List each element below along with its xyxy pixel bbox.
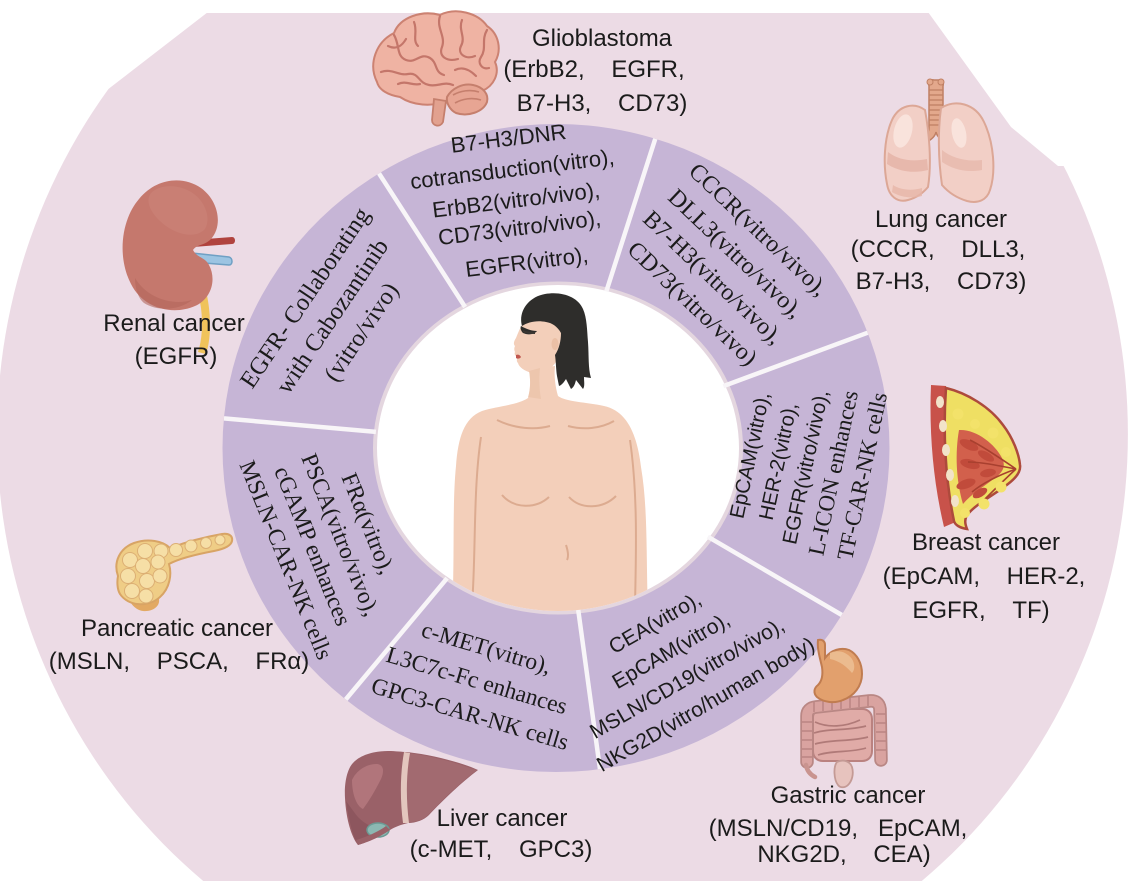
- svg-text:Gastric cancer: Gastric cancer: [771, 782, 926, 809]
- svg-text:NKG2D, CEA): NKG2D, CEA): [757, 841, 930, 868]
- svg-text:(EpCAM, HER-2,: (EpCAM, HER-2,: [883, 563, 1086, 590]
- svg-text:(EGFR): (EGFR): [135, 343, 218, 370]
- svg-text:Liver cancer: Liver cancer: [437, 805, 568, 832]
- svg-text:Lung cancer: Lung cancer: [875, 206, 1007, 233]
- svg-text:B7-H3, CD73): B7-H3, CD73): [856, 268, 1027, 295]
- svg-text:Breast cancer: Breast cancer: [912, 529, 1060, 556]
- svg-text:(MSLN, PSCA, FRα): (MSLN, PSCA, FRα): [49, 648, 310, 675]
- svg-text:Renal cancer: Renal cancer: [103, 310, 244, 337]
- svg-text:(c-MET, GPC3): (c-MET, GPC3): [410, 836, 593, 863]
- svg-text:(MSLN/CD19, EpCAM,: (MSLN/CD19, EpCAM,: [709, 815, 968, 842]
- svg-text:Glioblastoma: Glioblastoma: [532, 25, 673, 52]
- svg-text:(ErbB2, EGFR,: (ErbB2, EGFR,: [503, 56, 684, 83]
- svg-text:B7-H3, CD73): B7-H3, CD73): [517, 90, 688, 117]
- svg-text:EGFR, TF): EGFR, TF): [912, 597, 1049, 624]
- svg-text:(CCCR, DLL3,: (CCCR, DLL3,: [851, 236, 1026, 263]
- svg-text:Pancreatic cancer: Pancreatic cancer: [81, 615, 273, 642]
